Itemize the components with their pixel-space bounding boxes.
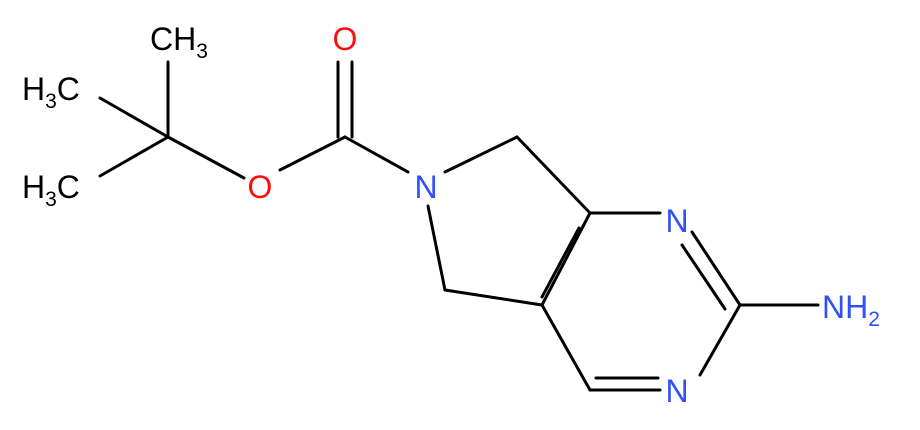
bond-layer [98,60,820,392]
pyrimidine-n-lower-label: N [665,373,688,409]
bond-carbonyl-nitrogen [343,135,410,174]
bond-ch2-bottom-c4a [443,288,544,307]
bond-c7a-c4a [540,211,592,307]
bond-tbu-ch3-low [98,135,170,178]
bond-c2-n3 [698,303,742,377]
carbonyl-oxygen-label: O [333,21,358,57]
bond-n1-c2 [690,230,742,307]
ester-oxygen-label: O [248,169,273,205]
bond-c7a-c4a-inner [540,226,581,299]
pyrimidine-n-upper-label: N [665,203,688,239]
methyl-top-label: CH3 [150,21,208,63]
bond-tbu-ch3-mid [98,96,170,139]
amino-label: NH2 [822,289,880,331]
atom-label-layer: CH3 H3C H3C O O N N N NH2 [22,21,880,409]
methyl-mid-label: H3C [22,71,80,113]
bond-oxygen-carbonyl [278,135,347,172]
bond-n1-c2-inner [680,243,727,311]
bond-tbu-oxygen [166,135,246,180]
pyrrolidine-nitrogen-label: N [414,169,437,205]
bond-n-ch2-top [443,135,519,174]
bond-n-ch2-bottom [426,204,447,292]
methyl-low-label: H3C [22,169,80,211]
bond-ch2-top-c7a [515,135,592,215]
bond-c4-c4a [540,303,592,392]
